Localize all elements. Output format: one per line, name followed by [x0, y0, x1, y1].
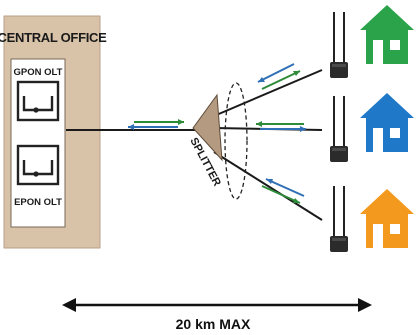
router-icon [330, 186, 348, 252]
branch-signal-arrows [256, 63, 306, 204]
house-orange [360, 189, 414, 248]
house-icon [360, 93, 414, 152]
epon-olt: EPON OLT [14, 144, 62, 208]
left-arrowhead-icon [62, 298, 76, 312]
router-icon [330, 12, 348, 78]
house-icon [360, 5, 414, 64]
epon-olt-label: EPON OLT [14, 197, 62, 208]
house-green [360, 5, 414, 64]
gpon-olt-label: GPON OLT [14, 67, 63, 78]
distance-indicator: 20 km MAX [62, 298, 372, 332]
splitter-shape [192, 93, 223, 162]
olt-device-icon [16, 80, 60, 122]
middle-branch-arrows [256, 121, 306, 132]
house-blue [360, 93, 414, 152]
central-office-title: CENTRAL OFFICE [0, 30, 107, 45]
top-branch-arrows [257, 63, 301, 90]
right-arrowhead-icon [358, 298, 372, 312]
split-point-ellipse [224, 82, 248, 200]
house-icon [360, 189, 414, 248]
feeder-signal-arrows [128, 119, 184, 130]
ont-router-1 [330, 12, 348, 78]
ont-router-2 [330, 96, 348, 162]
bottom-branch-arrows [261, 178, 305, 204]
central-office: CENTRAL OFFICE GPON OLT EPON OLT [0, 15, 107, 249]
olt-device-icon [16, 144, 60, 186]
distance-label: 20 km MAX [176, 316, 251, 332]
ont-router-3 [330, 186, 348, 252]
downstream-arrow [134, 119, 184, 125]
gpon-olt: GPON OLT [14, 67, 63, 122]
upstream-arrow [128, 124, 178, 130]
splitter: SPLITTER [187, 93, 223, 188]
router-icon [330, 96, 348, 162]
